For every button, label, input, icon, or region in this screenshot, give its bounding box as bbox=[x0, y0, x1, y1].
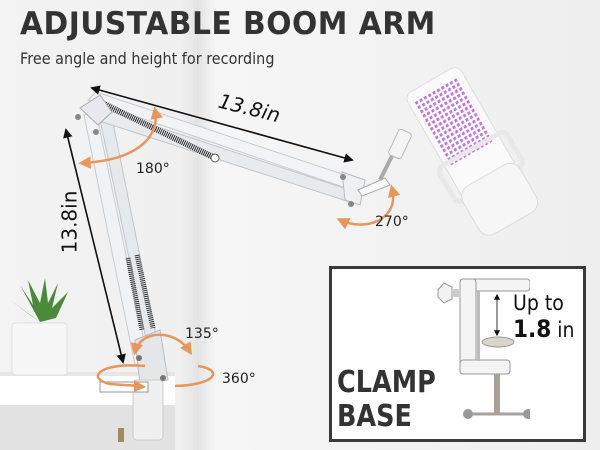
microphone bbox=[406, 67, 539, 236]
clamp-illustration bbox=[437, 278, 530, 419]
angle-270-arrow bbox=[336, 184, 401, 230]
page-subtitle: Free angle and height for recording bbox=[20, 49, 275, 68]
angle-360-label: 360° bbox=[222, 371, 256, 387]
clamp-title-line2: BASE bbox=[337, 399, 412, 434]
angle-360-arrow bbox=[96, 364, 215, 388]
upper-arm-dimension-arrow bbox=[90, 85, 354, 163]
base-joint bbox=[99, 329, 169, 442]
angle-270-label: 270° bbox=[375, 214, 409, 230]
plant-decor bbox=[10, 278, 68, 376]
angle-180-arrow bbox=[78, 106, 163, 169]
lower-arm bbox=[83, 107, 161, 366]
lower-arm-length-label: 13.8in bbox=[57, 190, 82, 254]
clamp-capacity-prefix: Up to bbox=[513, 291, 564, 315]
clamp-capacity-label: Up to 1.8 in bbox=[513, 290, 575, 343]
page-title: ADJUSTABLE BOOM ARM bbox=[20, 6, 436, 42]
angle-135-arrow bbox=[130, 333, 192, 356]
clamp-capacity-unit: in bbox=[557, 318, 575, 342]
angle-180-label: 180° bbox=[136, 161, 170, 177]
clamp-capacity-line: 1.8 in bbox=[513, 316, 575, 343]
angle-135-label: 135° bbox=[185, 326, 219, 342]
lower-arm-dimension-arrow bbox=[63, 128, 126, 364]
clamp-base-title: CLAMP BASE bbox=[337, 366, 436, 434]
clamp-capacity-value: 1.8 bbox=[513, 315, 552, 343]
clamp-title-line1: CLAMP bbox=[337, 365, 436, 400]
